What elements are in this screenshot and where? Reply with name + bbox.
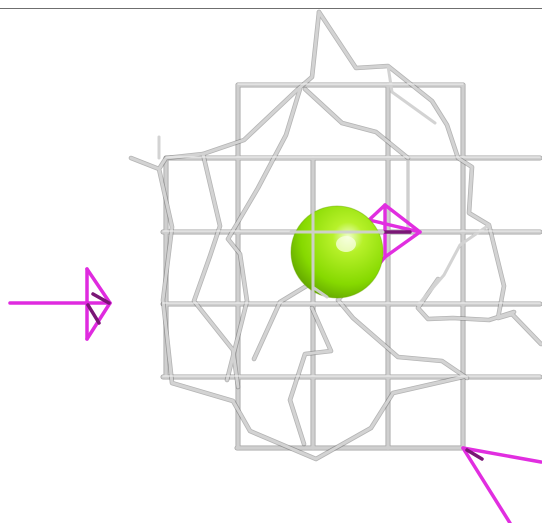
molecule-chain [129, 10, 542, 461]
ion-sphere [290, 205, 384, 299]
lattice-front-over-sphere [289, 204, 385, 300]
marker-left [8, 267, 112, 341]
marker-bottom-right [461, 446, 542, 523]
marker-center [367, 203, 422, 265]
lattice-highlights [162, 83, 541, 377]
viewport-top-border [0, 8, 542, 9]
